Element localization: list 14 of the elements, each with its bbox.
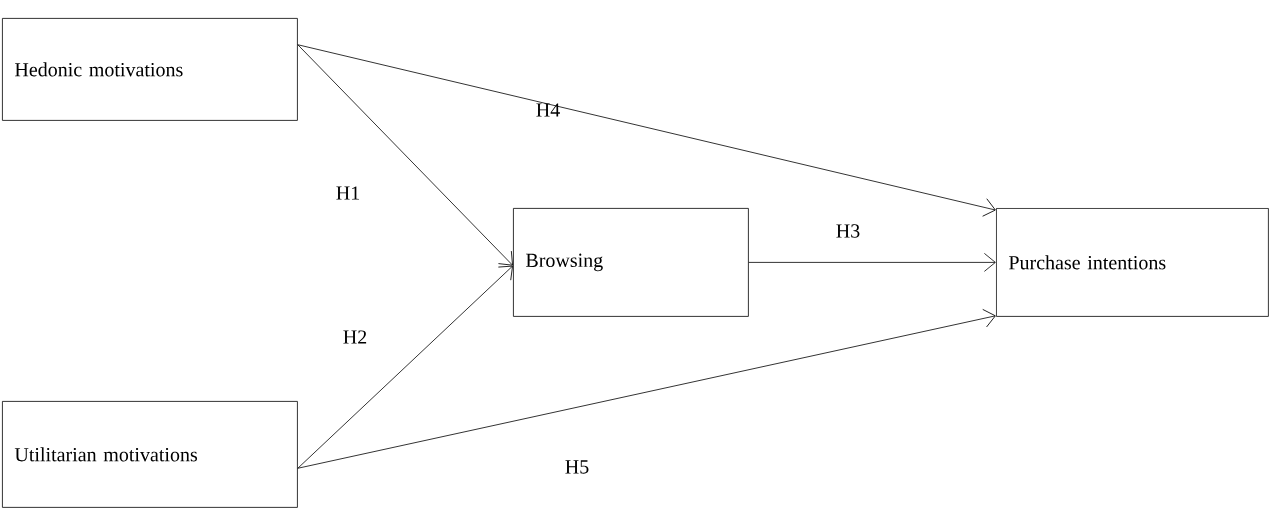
edge-label: H2	[343, 330, 367, 344]
arrow	[297, 44, 996, 217]
edge-label: H1	[336, 186, 360, 200]
arrow	[297, 265, 513, 469]
arrow	[748, 253, 996, 272]
edge-label: H3	[836, 224, 860, 238]
edge-label: H5	[565, 460, 589, 474]
edge-label: H4	[536, 103, 560, 117]
process-box: Purchase intentions	[996, 208, 1269, 317]
process-box: Utilitarian motivations	[2, 401, 298, 508]
arrow	[297, 309, 996, 469]
arrow	[297, 44, 513, 266]
process-box: Browsing	[513, 208, 749, 317]
process-box: Hedonic motivations	[2, 18, 298, 121]
